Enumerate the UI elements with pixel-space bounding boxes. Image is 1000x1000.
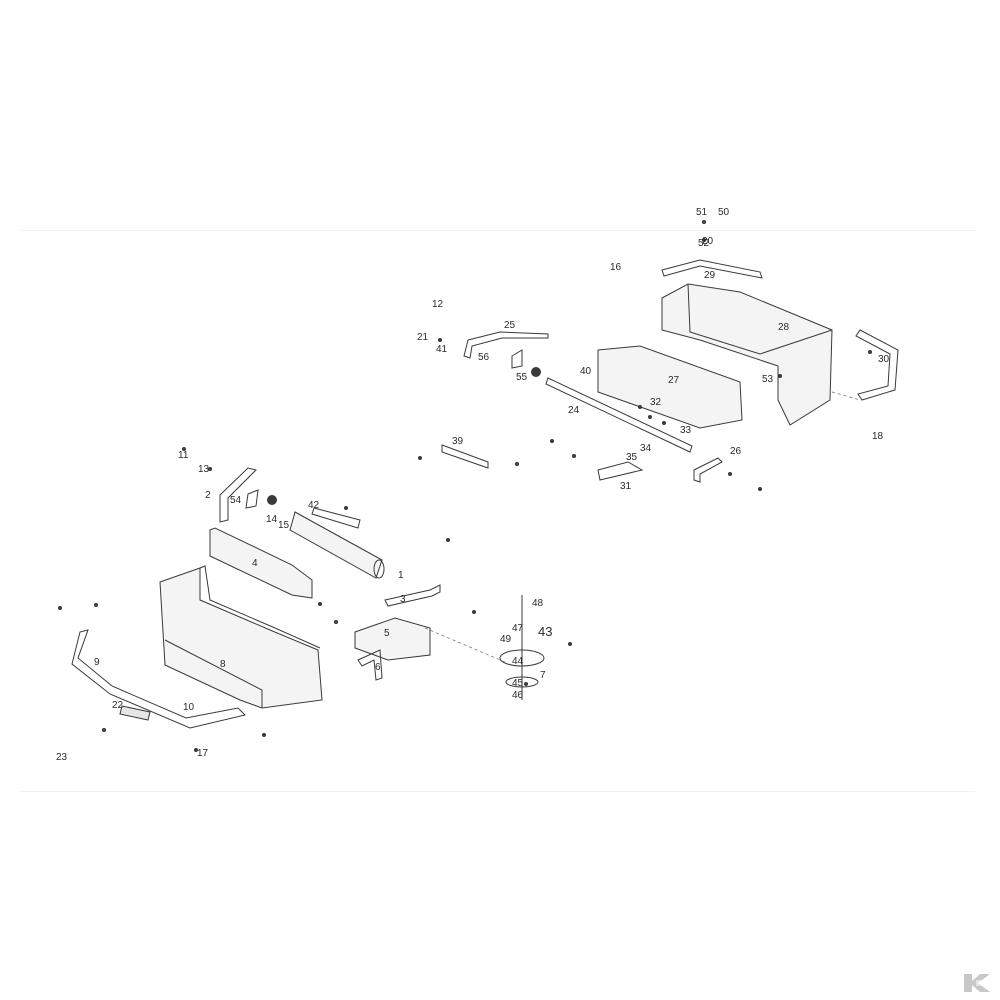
label-40: 40 [580,366,592,377]
part-26-bracket [693,457,723,483]
part-31-bracket [597,461,644,481]
label-42: 42 [308,500,320,511]
part-25-bracket [463,331,549,359]
label-9: 9 [94,657,100,668]
label-30: 30 [878,354,890,365]
hardware-fasteners [58,220,872,752]
label-39: 39 [452,436,464,447]
label-5: 5 [384,628,390,639]
label-52: 52 [698,238,710,249]
label-23: 23 [56,752,68,763]
part-28-rear-hood [661,283,833,426]
part-1-tube [289,511,385,579]
label-16: 16 [610,262,622,273]
part-4-lid [209,527,313,599]
label-32: 32 [650,397,662,408]
label-13: 13 [198,464,210,475]
label-20: 20 [702,236,714,247]
label-11: 11 [178,450,189,461]
label-14: 14 [266,514,278,525]
label-3: 3 [400,594,406,605]
part-labels: 1 2 3 4 5 6 7 8 9 10 11 12 13 14 15 16 1… [56,207,890,763]
label-7: 7 [540,670,546,681]
part-7-43-rotor [424,595,545,700]
label-22: 22 [112,700,124,711]
part-54-55 [245,349,541,509]
part-2-bracket [219,467,257,523]
label-50: 50 [718,207,730,218]
part-30-strip [831,329,899,401]
label-1: 1 [398,570,404,581]
label-18: 18 [872,431,884,442]
label-24: 24 [568,405,580,416]
label-44: 44 [512,656,524,667]
label-26: 26 [730,446,742,457]
label-27: 27 [668,375,680,386]
label-33: 33 [680,425,692,436]
label-56: 56 [478,352,490,363]
part-42-bar [311,507,361,529]
label-51: 51 [696,207,708,218]
label-34: 34 [640,443,652,454]
label-17: 17 [197,748,209,759]
label-12: 12 [432,299,444,310]
label-10: 10 [183,702,195,713]
label-4: 4 [252,558,258,569]
label-6: 6 [375,662,381,673]
part-39-arm [441,444,489,469]
label-45: 45 [512,678,524,689]
label-48: 48 [532,598,544,609]
label-31: 31 [620,481,632,492]
label-47: 47 [512,623,524,634]
part-9-10-strips [71,629,246,729]
label-35: 35 [626,452,638,463]
label-28: 28 [778,322,790,333]
label-53: 53 [762,374,774,385]
label-43: 43 [538,624,552,639]
part-8-hood [159,565,323,709]
label-8: 8 [220,659,226,670]
label-29: 29 [704,270,716,281]
brand-k-icon [964,974,992,992]
label-55: 55 [516,372,528,383]
label-46: 46 [512,690,524,701]
label-25: 25 [504,320,516,331]
label-2: 2 [205,490,211,501]
part-27-shield [597,345,743,429]
label-49: 49 [500,634,512,645]
label-41: 41 [436,344,448,355]
label-54: 54 [230,495,242,506]
label-21: 21 [417,332,429,343]
part-24-strip [545,377,693,453]
label-15: 15 [278,520,290,531]
part-29-strip [661,259,763,279]
part-3-5-6 [354,584,441,681]
